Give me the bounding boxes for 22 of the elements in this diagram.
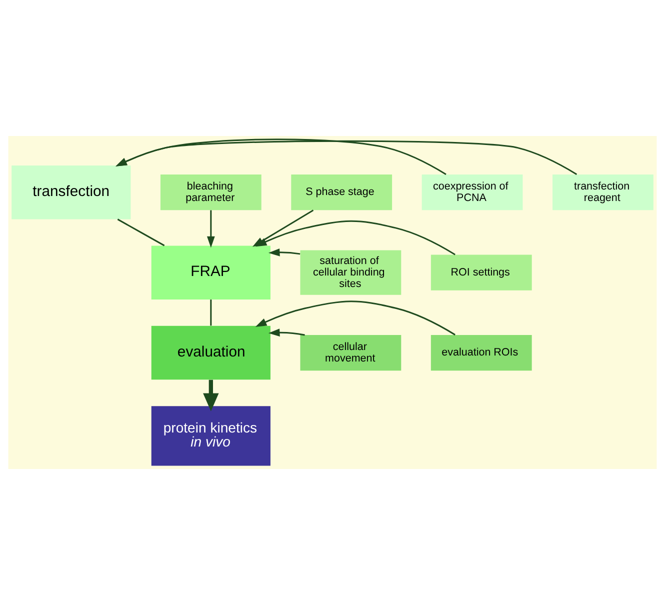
- node-box: S phase stage: [291, 174, 392, 210]
- node-box: evaluation: [151, 326, 270, 380]
- arrow: [255, 300, 456, 336]
- node-box: coexpression of PCNA: [422, 174, 523, 210]
- arrow: [203, 380, 219, 412]
- connector: [117, 218, 165, 246]
- arrow: [116, 140, 578, 175]
- arrow: [268, 248, 300, 256]
- arrow: [255, 220, 456, 256]
- node-box: transfection: [12, 165, 131, 220]
- node-box: evaluation ROIs: [430, 335, 532, 371]
- arrow: [116, 138, 446, 175]
- node-box: transfection reagent: [552, 174, 654, 210]
- node-box: ROI settings: [430, 254, 532, 290]
- node-box: bleaching parameter: [160, 174, 262, 210]
- arrow: [206, 210, 215, 248]
- connector: [210, 300, 212, 326]
- node-box: protein kinetics in vivo: [151, 406, 270, 466]
- arrow: [268, 328, 305, 337]
- node-box: FRAP: [151, 246, 270, 300]
- node-box: saturation of cellular binding sites: [300, 250, 402, 295]
- node-box: cellular movement: [300, 335, 402, 371]
